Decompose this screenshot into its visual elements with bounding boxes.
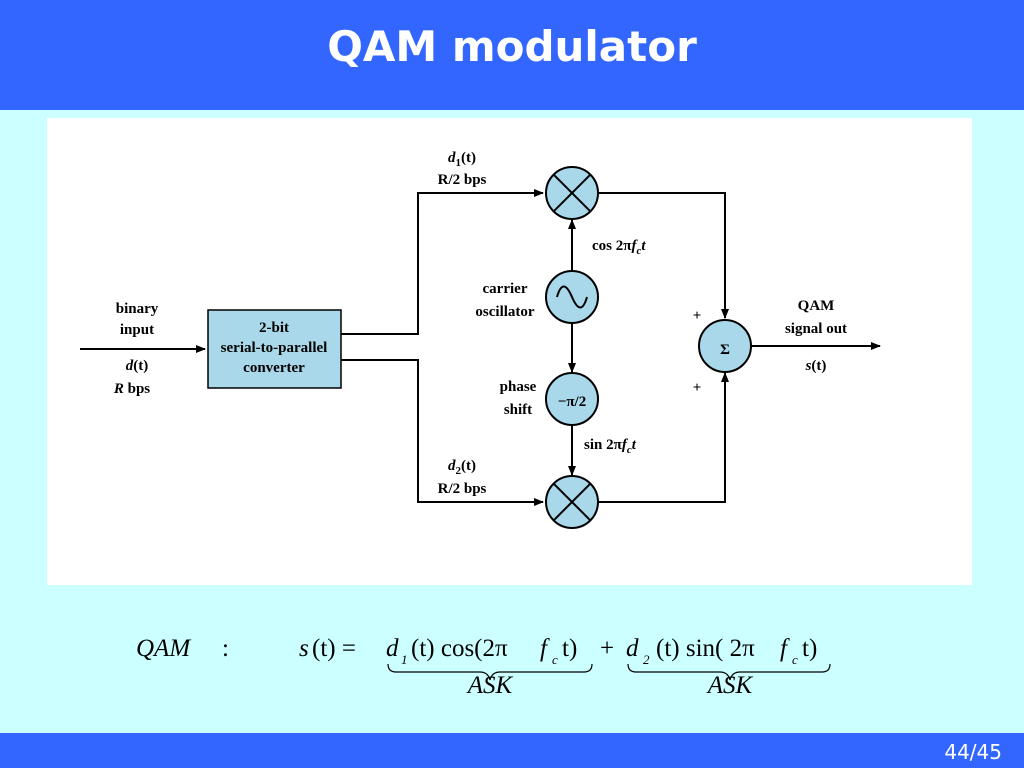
oscillator-label-line1: carrier xyxy=(483,281,528,297)
phase-shift-label-line2: shift xyxy=(504,402,532,418)
underbrace-right xyxy=(627,663,831,681)
equation-close2: t) xyxy=(802,635,817,662)
equation-d1: d xyxy=(386,635,399,662)
sin-label: sin 2πfct xyxy=(584,437,637,456)
oscillator-label-line2: oscillator xyxy=(475,304,534,320)
upper-branch-line xyxy=(341,189,544,335)
phase-shift-label-line1: phase xyxy=(500,379,537,395)
input-rate: R bps xyxy=(113,381,150,397)
equation-t-equals: (t) = xyxy=(312,635,356,662)
footer-bar: 44/45 xyxy=(0,733,1024,768)
cos-label: cos 2πfct xyxy=(592,238,646,257)
upper-branch-rate: R/2 bps xyxy=(438,172,487,188)
equation-d2-sub: 2 xyxy=(643,652,650,667)
diagram-panel: binary input d(t) R bps 2-bit serial-to-… xyxy=(47,118,972,585)
upper-to-summer-line xyxy=(598,192,729,319)
input-label-line2: input xyxy=(120,322,154,338)
page-title: QAM modulator xyxy=(327,22,697,71)
equation-d2: d xyxy=(626,635,639,662)
input-label-line1: binary xyxy=(116,301,159,317)
equation-lhs: QAM xyxy=(136,635,191,662)
output-label-line1: QAM xyxy=(798,298,835,314)
equation-f2: f xyxy=(780,635,790,662)
converter-label-line2: serial-to-parallel xyxy=(221,340,328,356)
converter-block xyxy=(207,309,342,389)
underbrace-left xyxy=(387,663,593,681)
summer-symbol: Σ xyxy=(720,342,730,358)
underbrace-left-label: ASK xyxy=(466,672,514,699)
equation-close1: t) xyxy=(562,635,577,662)
title-bar: QAM modulator xyxy=(0,0,1024,110)
multiplier-icon xyxy=(545,475,599,529)
summer-plus-top: + xyxy=(693,308,702,324)
underbrace-right-label: ASK xyxy=(706,672,754,699)
lower-to-summer-line xyxy=(598,372,729,503)
equation-s: s xyxy=(299,635,309,662)
equation-d2-arg: (t) sin( 2π xyxy=(656,635,755,662)
qam-equation: QAM : s (t) = d 1 (t) cos(2π f c t) + d … xyxy=(136,635,831,699)
lower-branch-rate: R/2 bps xyxy=(438,481,487,497)
equation-colon: : xyxy=(222,635,229,662)
output-signal: s(t) xyxy=(805,358,827,374)
sine-wave-icon xyxy=(545,270,599,324)
page-number: 44/45 xyxy=(944,740,1002,764)
lower-branch-signal: d2(t) xyxy=(448,458,476,477)
phase-shift-value: −π/2 xyxy=(558,394,586,410)
upper-branch-signal: d1(t) xyxy=(448,150,476,169)
equation-f1: f xyxy=(540,635,550,662)
converter-label-line1: 2-bit xyxy=(259,320,289,336)
equation-f1-sub: c xyxy=(552,652,558,667)
summer-plus-bottom: + xyxy=(693,380,702,396)
equation-plus: + xyxy=(600,635,614,662)
equation-d1-sub: 1 xyxy=(401,652,408,667)
multiplier-icon xyxy=(545,166,599,220)
lower-branch-line xyxy=(341,359,544,506)
converter-label-line3: converter xyxy=(243,360,305,376)
equation-f2-sub: c xyxy=(792,652,798,667)
input-signal: d(t) xyxy=(126,358,149,374)
output-label-line2: signal out xyxy=(785,321,847,337)
equation-d1-arg: (t) cos(2π xyxy=(411,635,508,662)
qam-block-diagram: binary input d(t) R bps 2-bit serial-to-… xyxy=(80,150,881,529)
